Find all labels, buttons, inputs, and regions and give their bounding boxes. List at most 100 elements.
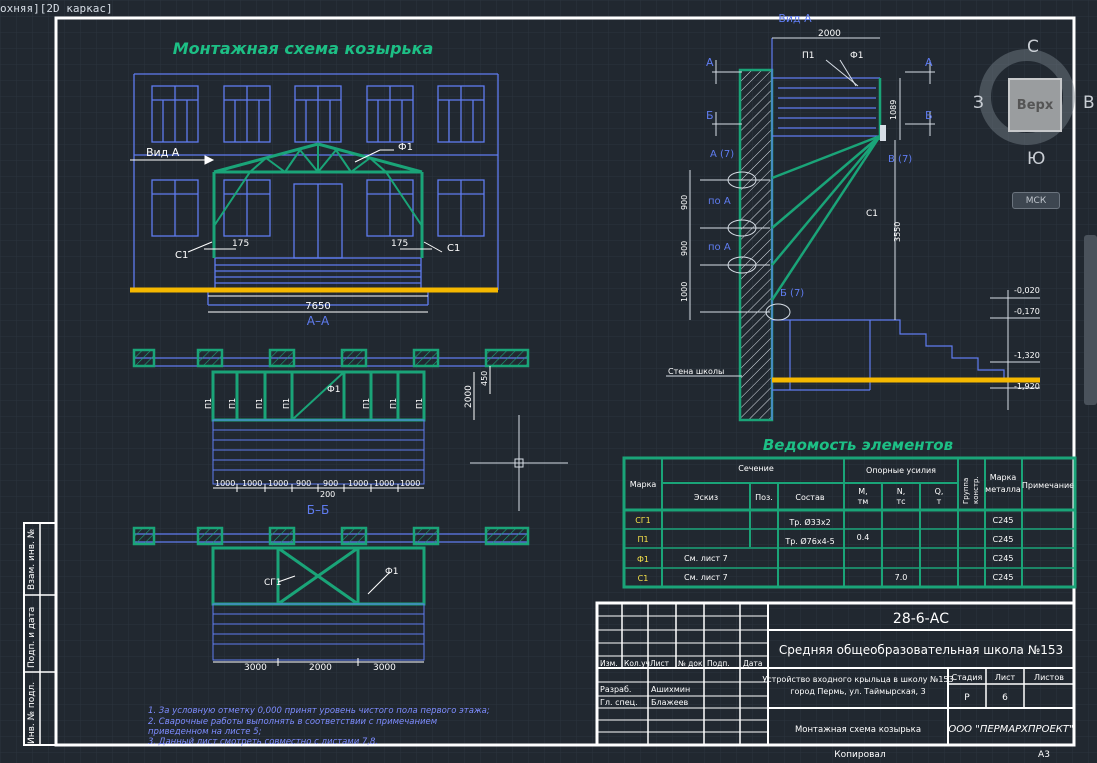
note-3: приведенном на листе 5; — [148, 727, 262, 737]
spec-h-metal2: металла — [985, 485, 1021, 494]
spec-h-gruppa2: констр. — [972, 476, 980, 504]
viewport-label[interactable]: охняя][2D каркас] — [0, 2, 113, 15]
elev-view-label: Вид А — [146, 146, 180, 159]
tb-company: ООО "ПЕРМАРХПРОЕКТ" — [948, 724, 1073, 735]
plan-p1-e: П1 — [362, 398, 371, 409]
spec-row-mark: СГ1 — [635, 516, 651, 525]
tb-list: Лист — [995, 673, 1016, 682]
elev-f1-label: Ф1 — [398, 142, 413, 153]
viewcube-top-face[interactable]: Верх — [1008, 78, 1062, 132]
spec-h-sostav: Состав — [795, 493, 824, 502]
spec-row-mark: Ф1 — [637, 555, 649, 564]
general-notes: 1. За условную отметку 0,000 принят уров… — [148, 706, 490, 747]
viewa-dim-1000: 1000 — [680, 282, 689, 302]
tb-glspec: Гл. спец. — [600, 698, 638, 707]
plan-p1-d: П1 — [282, 398, 291, 409]
spec-h-poz: Поз. — [755, 493, 773, 502]
plan-p1-f: П1 — [389, 398, 398, 409]
viewa-label-v7: В (7) — [888, 154, 912, 165]
spec-row-steel: С245 — [993, 554, 1014, 563]
viewa-lvl-2: -0,170 — [1014, 307, 1040, 316]
tb-school: Средняя общеобразовательная школа №153 — [779, 643, 1063, 657]
spec-row-sostav: Тр. Ø33х2 — [788, 517, 830, 527]
viewa-mark-b-left: Б — [706, 109, 714, 122]
planc-dim-left: 3000 — [244, 663, 267, 673]
viewa-dim-900a: 900 — [680, 195, 689, 210]
side-stamp-s1: Взам. инв. № — [27, 529, 37, 590]
spec-h-n: N, — [897, 487, 906, 496]
elev-c1-left: С1 — [175, 250, 188, 261]
note-1: 1. За условную отметку 0,000 принят уров… — [148, 706, 490, 716]
tb-stadia-val: Р — [964, 693, 970, 703]
tb-col-dok: № док — [678, 659, 703, 668]
elev-dim-right: 175 — [391, 239, 408, 249]
plan-dim-7: 1000 — [374, 479, 394, 488]
elev-c1-right: С1 — [447, 243, 460, 254]
spec-h-m: M, — [858, 487, 867, 496]
tb-project-line1: Устройство входного крыльца в школу №153 — [762, 675, 953, 684]
viewa-label-b7: Б (7) — [780, 288, 804, 299]
note-4: 3. Данный лист смотреть совместно с лист… — [148, 737, 378, 747]
compass-west[interactable]: З — [973, 93, 984, 113]
tb-code: 28-6-АС — [893, 611, 949, 627]
compass-east[interactable]: В — [1083, 93, 1095, 113]
plan-dim-5: 900 — [323, 479, 338, 488]
planc-sg1-label: СГ1 — [264, 578, 282, 588]
spec-h-n-unit: тс — [896, 497, 905, 506]
viewa-po-a-1: по А — [708, 196, 731, 207]
spec-table — [622, 456, 1077, 589]
plan-dim-1: 1000 — [215, 479, 235, 488]
spec-h-q-unit: т — [937, 497, 942, 506]
spec-row-n: 7.0 — [895, 573, 908, 582]
plan-p1-g: П1 — [415, 398, 424, 409]
viewa-mark-a-right: А — [925, 56, 933, 69]
spec-row-sostav: Тр. Ø76х4-5 — [784, 536, 834, 546]
spec-h-sechenie: Сечение — [738, 464, 774, 473]
spec-h-metal: Марка — [990, 473, 1017, 482]
compass-north[interactable]: С — [1027, 37, 1039, 57]
ucs-label: МСК — [1025, 195, 1047, 206]
ucs-menu-button[interactable]: МСК — [1012, 192, 1060, 209]
plan-dim-3: 1000 — [268, 479, 288, 488]
spec-row-steel: С245 — [993, 535, 1014, 544]
tb-col-izm: Изм. — [600, 659, 618, 668]
plan-section-label: Б–Б — [307, 503, 329, 517]
spec-h-q: Q, — [935, 487, 944, 496]
note-2: 2. Сварочные работы выполнять в соответс… — [148, 717, 438, 727]
sheet-title: Монтажная схема козырька — [173, 39, 434, 58]
canopy-elevation — [212, 142, 424, 258]
school-wall — [738, 68, 774, 422]
viewa-c1: С1 — [866, 209, 878, 219]
tb-list-val: 6 — [1002, 693, 1008, 703]
nav-bar-handle[interactable] — [1084, 235, 1097, 405]
plan-dim-200: 200 — [320, 490, 335, 499]
viewa-mark-a-left: А — [706, 56, 714, 69]
planc-dim-mid: 2000 — [309, 663, 332, 673]
viewcube[interactable]: Верх С Ю З В — [973, 37, 1095, 169]
side-stamp-s2: Подп. и дата — [27, 607, 37, 668]
tb-col-kol: Кол.уч — [624, 659, 650, 668]
spec-row-eskiz: См. лист 7 — [684, 573, 728, 582]
plan-dim-4: 900 — [296, 479, 311, 488]
spec-row-mark: П1 — [637, 535, 648, 544]
spec-row-steel: С245 — [993, 573, 1014, 582]
spec-h-m-unit: тм — [858, 497, 869, 506]
plan-canopy-top: СГ1 Ф1 3000 2000 3000 — [132, 526, 530, 673]
crosshair-cursor — [470, 415, 568, 511]
tb-col-podp: Подп. — [707, 659, 730, 668]
tb-col-data: Дата — [743, 659, 762, 668]
spec-h-prim: Примечание — [1022, 481, 1074, 490]
viewa-dim-3550: 3550 — [893, 222, 902, 242]
spec-row-mark: С1 — [638, 574, 649, 583]
plan-p1-b: П1 — [228, 398, 237, 409]
tb-listov: Листов — [1034, 673, 1064, 682]
compass-south[interactable]: Ю — [1027, 149, 1046, 169]
spec-h-marka: Марка — [630, 480, 657, 489]
tb-razrab: Разраб. — [600, 685, 631, 694]
viewa-dim-top: 2000 — [818, 29, 841, 39]
title-block — [595, 601, 1076, 747]
plan-dim-6: 1000 — [348, 479, 368, 488]
plan-dim-450: 450 — [480, 371, 489, 386]
viewa-dim-1089: 1089 — [889, 100, 898, 120]
